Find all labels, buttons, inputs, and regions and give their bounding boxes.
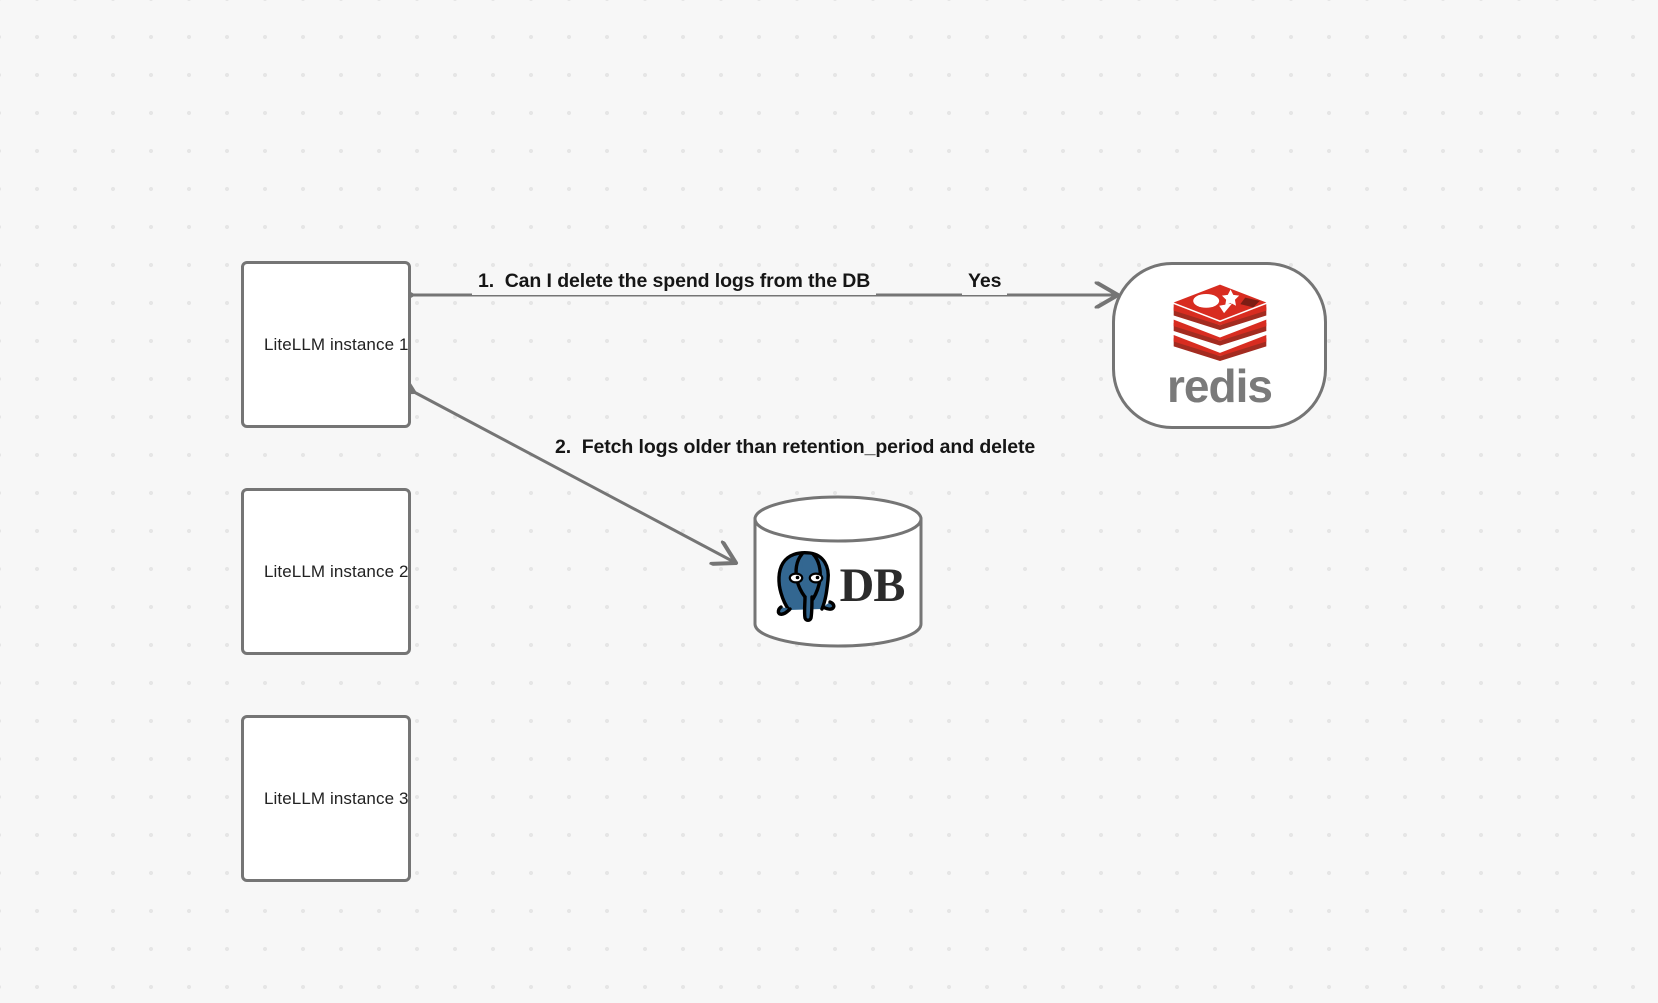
node-litellm-instance-1[interactable]: LiteLLM instance 1 (241, 261, 411, 428)
postgres-logo-wrap: DB (752, 540, 924, 630)
cylinder-shape (753, 495, 923, 648)
redis-logo-icon (1173, 284, 1266, 361)
postgres-db-label: DB (839, 558, 906, 612)
node-litellm-instance-3-label: LiteLLM instance 3 (264, 788, 409, 808)
edge-label-1-reply: Yes (962, 268, 1008, 295)
node-redis[interactable]: redis (1112, 262, 1327, 429)
node-litellm-instance-1-label: LiteLLM instance 1 (264, 334, 409, 354)
node-litellm-instance-2-label: LiteLLM instance 2 (264, 561, 409, 581)
edge-label-1: 1. Can I delete the spend logs from the … (472, 268, 877, 295)
postgresql-elephant-icon (776, 550, 836, 622)
node-postgres-db[interactable]: DB (752, 494, 924, 649)
redis-wordmark: redis (1167, 359, 1273, 412)
redis-logo-wrap: redis (1161, 283, 1279, 409)
node-litellm-instance-3[interactable]: LiteLLM instance 3 (241, 715, 411, 882)
node-litellm-instance-2[interactable]: LiteLLM instance 2 (241, 488, 411, 655)
edge-litellm1-postgres (414, 392, 736, 563)
edge-label-2: 2. Fetch logs older than retention_perio… (549, 434, 1042, 461)
